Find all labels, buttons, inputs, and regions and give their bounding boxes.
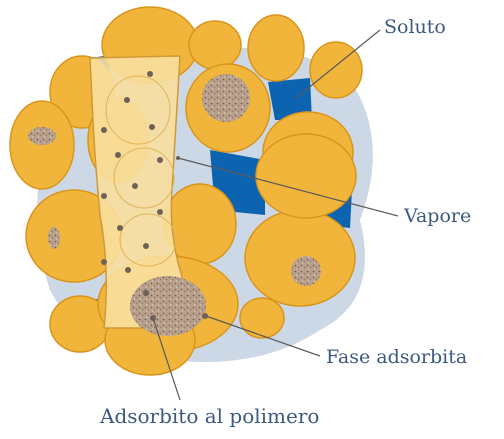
label-vapore: Vapore [404,205,471,227]
label-soluto: Soluto [384,16,446,38]
label-adsorbito-al-polimero: Adsorbito al polimero [100,404,319,428]
label-fase-adsorbita: Fase adsorbita [326,346,467,368]
